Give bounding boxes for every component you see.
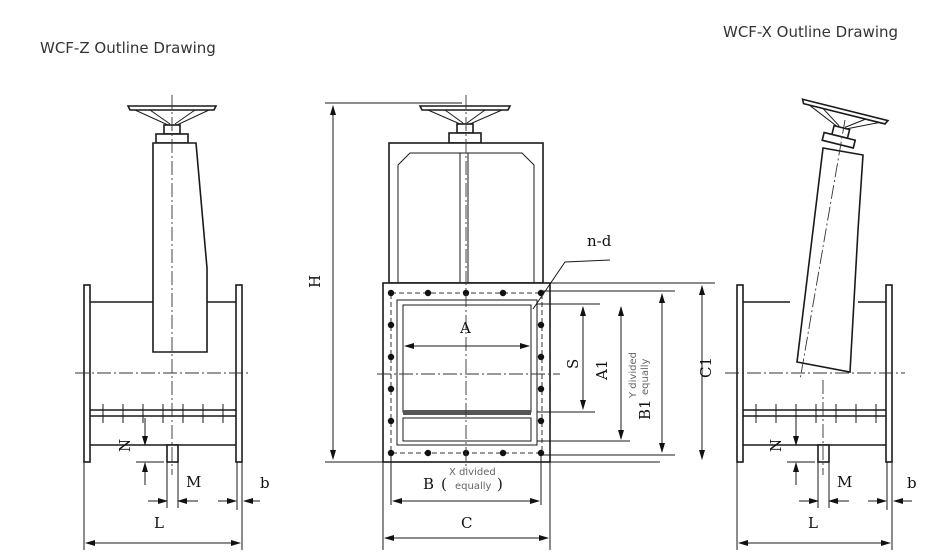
gate-column-tilted bbox=[796, 147, 864, 373]
dim-N: N bbox=[116, 439, 134, 452]
gate-column bbox=[152, 142, 208, 353]
y-divided-note: Y divided bbox=[628, 352, 639, 399]
dim-A: A bbox=[459, 319, 471, 337]
dim-b: b bbox=[907, 474, 917, 492]
dim-C1: C1 bbox=[697, 357, 715, 378]
dim-L: L bbox=[808, 514, 818, 532]
wcf-x-title: WCF-X Outline Drawing bbox=[723, 23, 899, 41]
dim-n-d: n-d bbox=[587, 232, 612, 250]
bolt-holes bbox=[387, 289, 545, 457]
wcf-x-side-view: L M b N bbox=[725, 98, 917, 550]
handwheel-icon bbox=[801, 98, 890, 149]
dim-A1: A1 bbox=[593, 360, 611, 381]
dim-C: C bbox=[461, 514, 472, 532]
paren-open: ( bbox=[441, 475, 447, 493]
handwheel-icon bbox=[418, 105, 512, 144]
wcf-z-side-view: L M b N bbox=[75, 95, 270, 550]
dim-M: M bbox=[186, 473, 201, 491]
paren-close: ) bbox=[497, 475, 503, 493]
x-equally-note: equally bbox=[455, 481, 492, 492]
dim-b: b bbox=[260, 474, 270, 492]
dim-S: S bbox=[564, 359, 582, 369]
dim-L: L bbox=[154, 514, 164, 532]
dim-M: M bbox=[837, 473, 852, 491]
x-divided-note: X divided bbox=[449, 467, 496, 478]
front-view: A H S A1 Y divided equally B1 C1 n-d bbox=[306, 95, 715, 550]
dim-B: B bbox=[423, 475, 434, 493]
dim-H: H bbox=[306, 275, 324, 288]
dim-N: N bbox=[767, 439, 785, 452]
y-equally-note: equally bbox=[640, 358, 651, 395]
wcf-z-title: WCF-Z Outline Drawing bbox=[40, 39, 216, 57]
dim-B1: B1 bbox=[636, 399, 654, 420]
